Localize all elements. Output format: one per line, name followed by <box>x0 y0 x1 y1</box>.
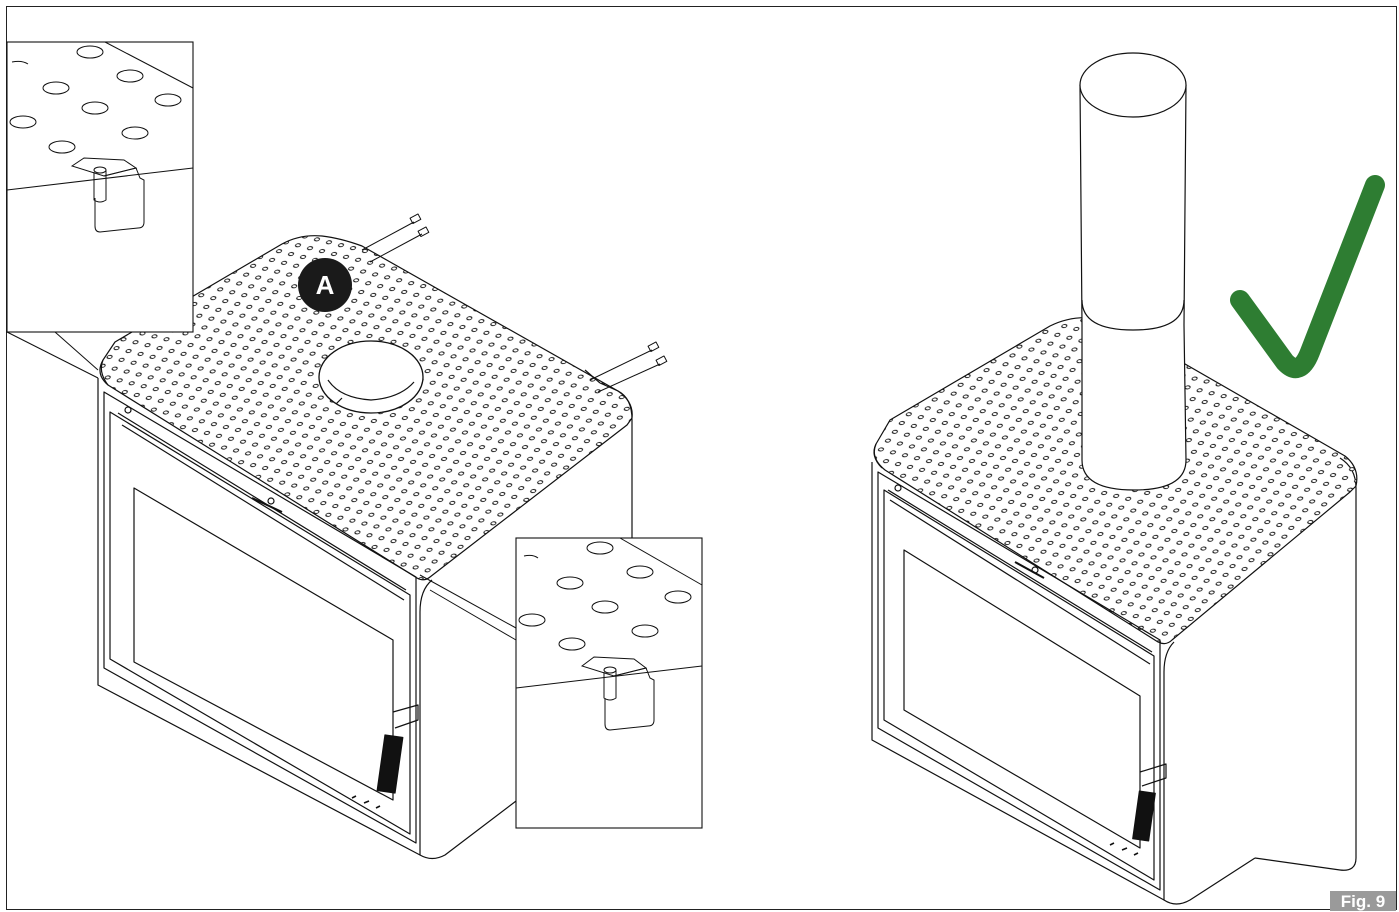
screw-group-top <box>361 213 430 263</box>
check-icon <box>1230 175 1385 378</box>
left-stove <box>97 213 668 860</box>
callout-a-badge: A <box>298 258 352 312</box>
chimney-pipe <box>1079 52 1187 491</box>
left-flue-hole <box>318 340 424 414</box>
left-stove-glass <box>133 487 394 801</box>
right-stove <box>871 52 1358 905</box>
figure-frame <box>6 6 1397 910</box>
right-stove-glass <box>903 549 1141 849</box>
detail-inset-bottom <box>419 537 703 829</box>
screw-group-side <box>589 341 668 393</box>
callout-a-label: A <box>316 270 335 300</box>
figure-label: Fig. 9 <box>1330 891 1396 911</box>
detail-inset-top <box>6 41 194 379</box>
